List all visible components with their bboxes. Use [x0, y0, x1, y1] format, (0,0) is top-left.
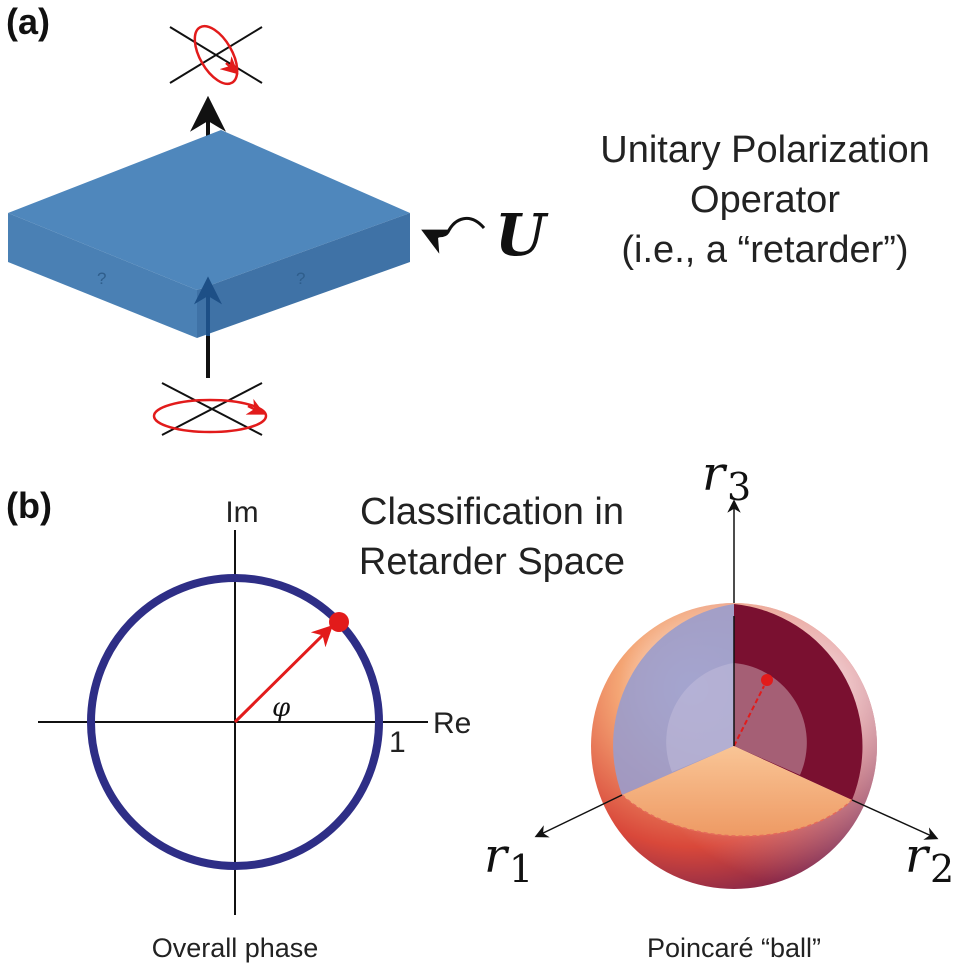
cut-floor — [622, 746, 852, 837]
phase-point — [329, 612, 349, 632]
r2-axis — [851, 799, 939, 840]
r1-axis — [534, 794, 623, 838]
slab-mark-left: ? — [97, 269, 106, 288]
caption-line-2: Operator — [690, 179, 840, 221]
unit-tick-label: 1 — [389, 726, 406, 759]
ball-caption: Poincaré “ball” — [647, 933, 821, 963]
retarder-vector — [733, 685, 765, 747]
retarder-point — [761, 674, 773, 686]
r3-axis-label: r3 — [702, 446, 751, 509]
unit-circle — [87, 574, 383, 870]
title-line-1: Classification in — [360, 491, 624, 533]
poincare-ball: r3 r1 r2 Poincaré “ball” — [484, 446, 954, 963]
im-axis-label: Im — [225, 496, 258, 529]
caption-line-1: Unitary Polarization — [600, 129, 929, 171]
title-line-2: Retarder Space — [359, 541, 625, 583]
caption-line-3: (i.e., a “retarder”) — [621, 229, 908, 271]
phase-caption: Overall phase — [152, 933, 319, 963]
phase-vector — [233, 625, 333, 724]
panel-a-label: (a) — [6, 1, 50, 42]
r1-axis-label: r1 — [484, 828, 533, 891]
panel-b-label: (b) — [6, 485, 52, 526]
slab-mark-right: ? — [296, 269, 305, 288]
re-axis-label: Re — [433, 707, 471, 740]
retarder-slab: ? ? — [8, 130, 410, 338]
operator-pointer-arrow — [421, 217, 486, 254]
phase-plot: Im Re 1 φ Overall phase — [38, 496, 471, 963]
output-polarization-icon — [169, 24, 263, 86]
phase-angle-label: φ — [272, 693, 291, 723]
input-polarization-icon — [152, 382, 268, 436]
operator-symbol: U — [495, 201, 549, 269]
cut-face-left — [613, 604, 734, 795]
r2-axis-label: r2 — [905, 828, 954, 891]
